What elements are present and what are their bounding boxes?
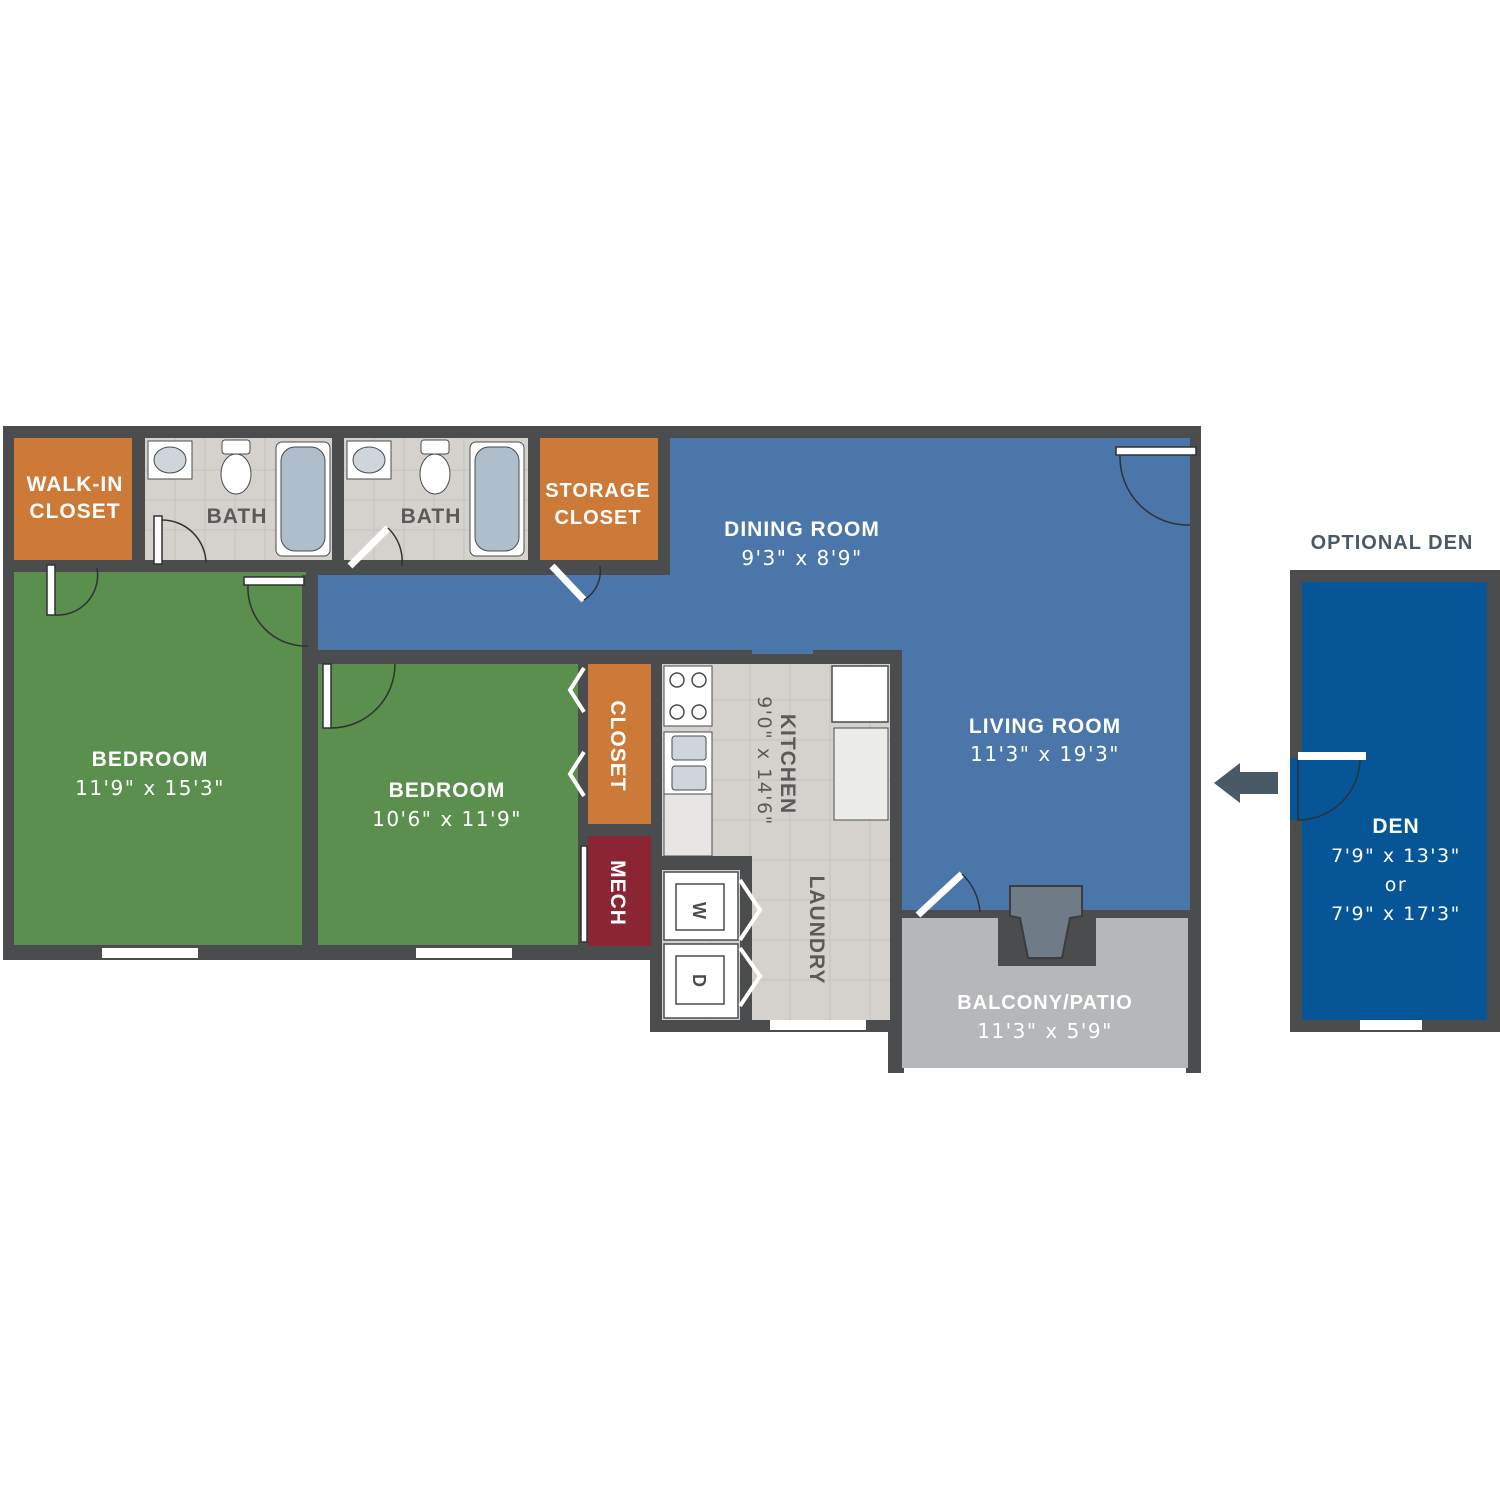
living-room-label: LIVING ROOM <box>969 715 1121 738</box>
dryer <box>663 943 739 1019</box>
optional-den-title: OPTIONAL DEN <box>1311 532 1474 554</box>
balcony-dims: 11'3" x 5'9" <box>977 1019 1113 1043</box>
laundry-label: LAUNDRY <box>805 876 828 985</box>
den-dims-1: 7'9" x 13'3" <box>1331 845 1461 867</box>
storage-closet-label-2: CLOSET <box>554 507 641 529</box>
kitchen-label: KITCHEN <box>776 714 799 814</box>
bedroom-2-area <box>318 664 578 945</box>
kitchen-dims: 9'0" x 14'6" <box>753 696 775 826</box>
mech-label: MECH <box>606 860 629 926</box>
bedroom-1-label: BEDROOM <box>92 748 209 771</box>
washer <box>663 871 739 941</box>
bedroom-2-dims: 10'6" x 11'9" <box>372 807 522 831</box>
closet-area <box>588 664 651 824</box>
stove <box>663 665 713 727</box>
refrigerator <box>831 665 889 723</box>
bath-2-toilet <box>419 439 451 495</box>
den-door-gap <box>1290 758 1302 820</box>
living-room-dims: 11'3" x 19'3" <box>970 742 1120 766</box>
bath-1-toilet <box>220 439 252 495</box>
den-door-swing <box>1297 759 1361 821</box>
bath-1-tub <box>275 441 331 557</box>
bedroom-1-area <box>14 572 306 945</box>
fireplace <box>998 885 1096 966</box>
walkin-closet-label-2: CLOSET <box>29 500 120 523</box>
dining-room-label: DINING ROOM <box>724 518 880 541</box>
bath-2-tub <box>469 441 525 557</box>
bath-2-label: BATH <box>401 505 462 528</box>
mech-area <box>588 836 651 946</box>
bath-2-sink <box>346 440 392 480</box>
bedroom-2-label: BEDROOM <box>389 779 506 802</box>
den-or: or <box>1385 874 1407 896</box>
bath-1-label: BATH <box>207 505 268 528</box>
interior-walls <box>302 575 902 1022</box>
den-area <box>1302 582 1487 1020</box>
dryer-label: D <box>689 974 709 988</box>
arrow-left-icon <box>1214 763 1278 803</box>
dining-room-dims: 9'3" x 8'9" <box>741 546 862 570</box>
kitchen-counter <box>663 793 713 857</box>
kitchen-sink <box>663 731 713 795</box>
doors <box>46 446 1367 1008</box>
den-label: DEN <box>1372 815 1419 838</box>
balcony-label: BALCONY/PATIO <box>957 992 1133 1014</box>
bath-1-sink <box>147 440 193 480</box>
walkin-closet-area <box>14 438 132 560</box>
closet-label: CLOSET <box>606 700 629 791</box>
washer-label: W <box>689 902 709 920</box>
bedroom-1-dims: 11'9" x 15'3" <box>75 776 225 800</box>
living-dining-area <box>314 438 1190 910</box>
den-door-white <box>1298 752 1366 760</box>
den-window <box>1360 1020 1422 1030</box>
storage-closet-area <box>540 438 658 560</box>
walkin-closet-label-1: WALK-IN <box>27 473 124 496</box>
storage-closet-label-1: STORAGE <box>545 480 651 502</box>
pantry-counter <box>833 727 889 821</box>
den-dims-2: 7'9" x 17'3" <box>1331 903 1461 925</box>
